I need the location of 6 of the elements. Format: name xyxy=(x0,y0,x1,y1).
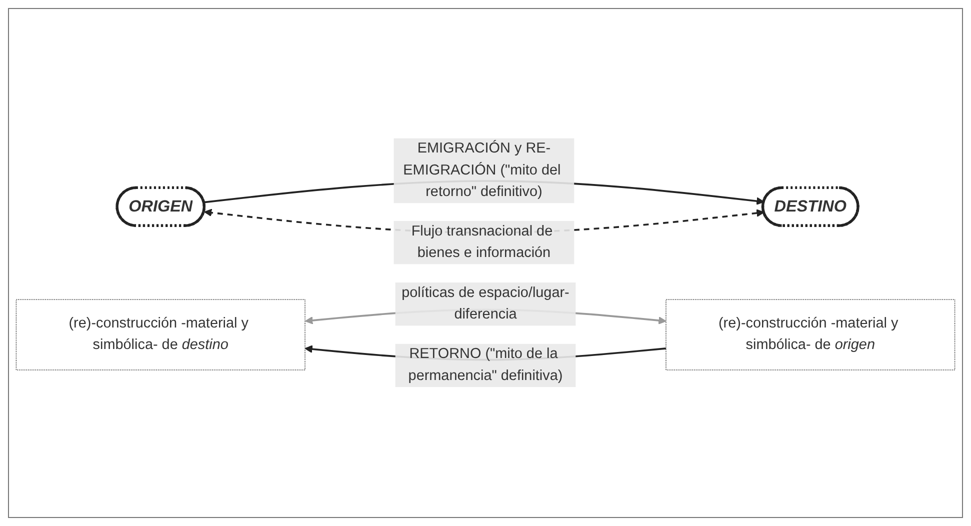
edge-label: EMIGRACIÓN y RE-EMIGRACIÓN ("mito del retorno" definitivo) xyxy=(403,141,561,200)
edge-label: Flujo transnacional de bienes e información xyxy=(411,224,553,261)
node-box: (re)-construcción -material y simbólica- de origen xyxy=(666,299,956,371)
node-box: (re)-construcción -material y simbólica- de destino xyxy=(16,299,306,371)
edge-label: RETORNO ("mito de la permanencia" definitiva) xyxy=(408,346,563,384)
edge-label: políticas de espacio/lugar-diferencia xyxy=(402,285,570,322)
